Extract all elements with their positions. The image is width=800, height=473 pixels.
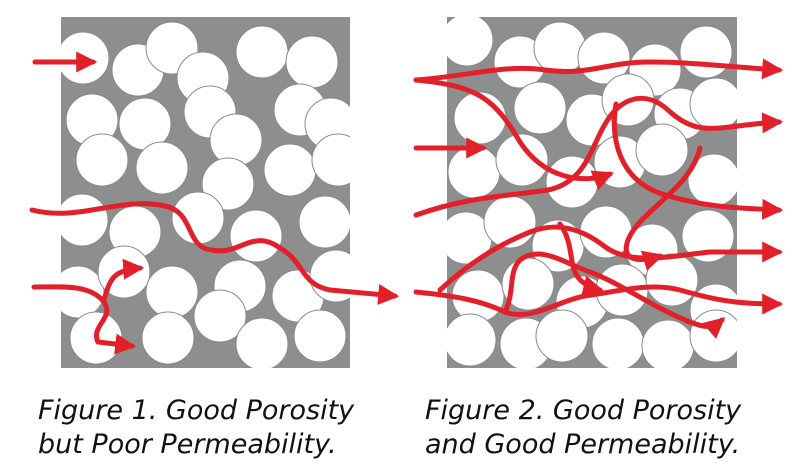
flow-arrow (611, 101, 784, 220)
caption-line: but Poor Permeability. (38, 429, 337, 460)
sand-grain (535, 309, 589, 363)
sand-grain (229, 209, 283, 263)
sand-grain (681, 209, 735, 263)
caption-line: Figure 1. Good Porosity (38, 395, 355, 426)
sand-grain (298, 195, 350, 249)
sand-grain (141, 311, 195, 365)
figure-1-porosity-diagram (29, 17, 400, 368)
flow-arrow (29, 201, 400, 305)
caption-line: and Good Permeability. (425, 429, 741, 460)
sand-grain (145, 265, 199, 319)
sand-grain (293, 309, 347, 363)
sand-grain (645, 253, 699, 307)
sand-grain (513, 81, 567, 135)
flow-arrow (413, 95, 784, 218)
sand-grain (495, 133, 549, 187)
sand-grain (679, 25, 733, 79)
flow-path-group (29, 51, 400, 355)
caption-line: Figure 2. Good Porosity (425, 395, 742, 426)
sand-grain (135, 141, 189, 195)
figure-2-permeability-diagram (413, 17, 784, 368)
sand-grain (285, 35, 339, 89)
sand-grain (235, 317, 289, 368)
grain-group (447, 17, 737, 368)
sand-grain (453, 91, 507, 145)
flow-arrow (413, 77, 614, 190)
sand-grain (533, 21, 587, 75)
sand-grain (201, 157, 255, 211)
sand-grain (209, 113, 263, 167)
sand-grain (61, 31, 110, 85)
flow-arrow (557, 221, 605, 297)
flow-arrow (502, 251, 726, 339)
sand-grain (311, 133, 350, 187)
flow-arrow (413, 58, 784, 83)
sand-grain (61, 193, 109, 247)
sand-grain (75, 133, 129, 187)
flow-arrow (101, 258, 145, 303)
sand-grain (447, 17, 494, 67)
sand-grain (263, 143, 317, 197)
sand-grain (171, 191, 225, 245)
figure-2-caption: Figure 2. Good Porosity and Good Permeab… (425, 394, 741, 462)
sand-grain (447, 145, 501, 199)
flow-path-group (413, 58, 784, 339)
figure-1-caption: Figure 1. Good Porosity but Poor Permeab… (38, 394, 354, 462)
sand-grain (447, 313, 497, 367)
sand-grain (193, 289, 247, 343)
sand-grain (545, 155, 599, 209)
sand-grain (235, 25, 289, 79)
flow-arrow (623, 145, 703, 271)
sand-grain (635, 123, 689, 177)
sand-grain (641, 319, 695, 368)
sand-grain (689, 309, 737, 363)
sand-grain (689, 77, 737, 131)
sand-grain (591, 317, 645, 368)
